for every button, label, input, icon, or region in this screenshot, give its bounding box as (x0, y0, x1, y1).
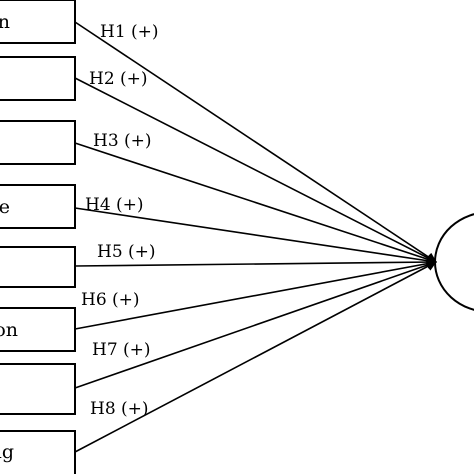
hypothesis-label-h5: H5 (+) (97, 242, 156, 262)
outcome-construct-ellipse (434, 213, 474, 311)
predictor-box-1: n (0, 0, 76, 44)
hypothesis-label-h4: H4 (+) (85, 195, 144, 215)
predictor-label-4: e (0, 196, 10, 218)
predictor-box-7 (0, 363, 76, 415)
path-arrow-h1 (74, 21, 437, 263)
path-arrow-h5 (74, 257, 437, 268)
predictor-box-2 (0, 56, 76, 101)
hypothesis-label-h3: H3 (+) (93, 131, 152, 151)
path-arrow-h7 (74, 260, 437, 389)
path-arrow-h6 (74, 258, 437, 330)
predictor-label-8: ng (0, 441, 14, 463)
predictor-box-8: ng (0, 430, 76, 474)
predictor-box-5 (0, 246, 76, 288)
predictor-box-4: e (0, 184, 76, 229)
path-arrow-h8 (74, 261, 437, 453)
hypothesis-label-h8: H8 (+) (90, 399, 149, 419)
path-arrow-h2 (74, 77, 437, 263)
hypothesis-label-h2: H2 (+) (89, 69, 148, 89)
path-arrow-h3 (74, 142, 437, 264)
hypothesis-label-h6: H6 (+) (81, 290, 140, 310)
predictor-box-6: on (0, 307, 76, 352)
hypothesis-label-h7: H7 (+) (92, 340, 151, 360)
predictor-box-3 (0, 120, 76, 165)
hypothesis-label-h1: H1 (+) (100, 22, 159, 42)
path-arrow-h4 (74, 207, 437, 266)
predictor-label-6: on (0, 319, 18, 341)
predictor-label-1: n (0, 11, 10, 33)
path-arrows (74, 21, 437, 453)
